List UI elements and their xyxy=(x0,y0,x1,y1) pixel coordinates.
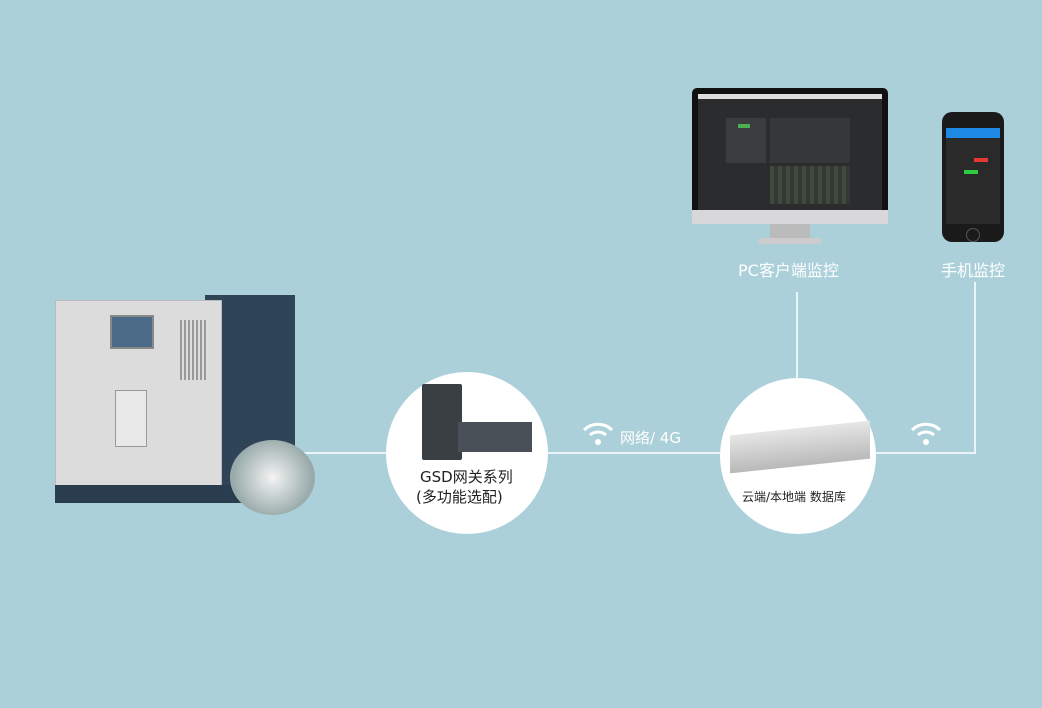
mobile-label: 手机监控 xyxy=(941,261,1006,280)
io-modules-image xyxy=(458,422,532,452)
pc-monitor-image xyxy=(692,88,888,248)
gateway-label-line1: GSD网关系列 xyxy=(420,468,513,486)
gateway-node: GSD网关系列 (多功能选配) xyxy=(386,372,548,534)
network-label: 网络/ 4G xyxy=(620,429,681,447)
gateway-label-line2: (多功能选配) xyxy=(416,488,503,506)
connector-pc xyxy=(796,292,798,392)
connector-mobile xyxy=(974,282,976,454)
wifi-icon xyxy=(910,422,942,445)
air-compressor-image xyxy=(55,290,315,530)
database-node: 云端/本地端 数据库 xyxy=(720,378,876,534)
wifi-icon xyxy=(582,422,614,445)
industrial-pc-image xyxy=(730,420,870,474)
mobile-phone-image xyxy=(942,112,1004,242)
database-label: 云端/本地端 数据库 xyxy=(742,490,846,504)
pc-monitor-label: PC客户端监控 xyxy=(738,261,839,280)
gateway-device-image xyxy=(422,384,462,460)
connector-main xyxy=(290,452,976,454)
